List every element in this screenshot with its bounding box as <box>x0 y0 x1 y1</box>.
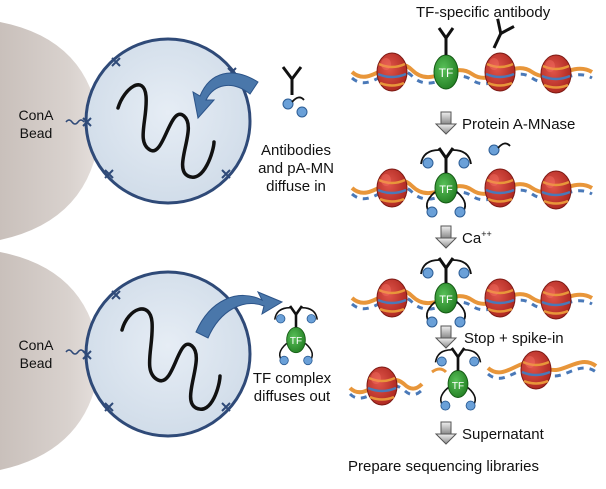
pa-mnase-row1-icon <box>488 142 511 156</box>
chromatin-row-2 <box>350 146 594 219</box>
chevron-arrow-4-icon <box>435 421 457 445</box>
chromatin-row-3 <box>350 256 594 329</box>
tf-label-row1: TF <box>439 66 454 80</box>
curved-arrow-in-icon <box>192 72 259 120</box>
antibody-label: TF-specific antibody <box>416 4 551 21</box>
chevron-arrow-1-icon <box>435 111 457 135</box>
chromatin-top <box>116 83 216 179</box>
chevron-arrow-3-icon <box>435 325 457 349</box>
final-step: Prepare sequencing libraries <box>348 458 539 475</box>
cell-top <box>84 37 252 205</box>
chromatin-row-4 <box>348 346 598 412</box>
curved-arrow-out-icon <box>195 291 284 339</box>
cona-bead-top <box>0 22 100 240</box>
chevron-arrow-2-icon <box>435 225 457 249</box>
caption-diffuse-out: TF complex diffuses out <box>252 370 332 405</box>
tf-label-row3: TF <box>439 294 453 306</box>
tf-label-free: TF <box>290 336 302 347</box>
antibody-free-icon <box>281 65 303 97</box>
chromatin-bottom <box>120 307 222 411</box>
cell-bottom <box>84 270 252 438</box>
pa-mnase-free2-icon <box>296 106 308 118</box>
tf-label-row2: TF <box>439 184 453 196</box>
step-supernatant: Supernatant <box>462 426 544 443</box>
bead-linker-bottom-icon <box>65 349 85 355</box>
tf-label-row4: TF <box>452 381 464 392</box>
step-calcium: Ca++ <box>462 229 492 248</box>
caption-diffuse-in: Antibodies and pA-MN diffuse in <box>258 142 334 195</box>
bead-linker-top-icon <box>65 119 85 125</box>
chromatin-row-1 <box>350 27 594 95</box>
step-protein-a-mnase: Protein A-MNase <box>462 116 576 133</box>
antibody-row1-icon <box>484 17 516 54</box>
cona-bead-bottom <box>0 252 100 470</box>
step-stop-spike-in: Stop + spike-in <box>464 330 564 347</box>
